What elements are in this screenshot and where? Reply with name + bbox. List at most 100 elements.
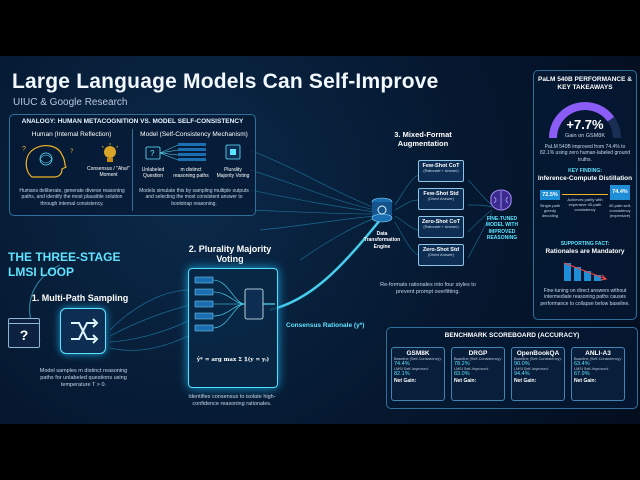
voting-diagram	[194, 276, 275, 332]
transformation-engine-icon	[370, 196, 394, 226]
consistency-value: 74.4%	[610, 185, 630, 200]
takeaways-panel: PaLM 540B PERFORMANCE & KEY TAKEAWAYS +7…	[533, 70, 637, 320]
bench-lmsi-label: LMSI Self-Improved:	[394, 367, 429, 371]
consistency-label: 40-path self-consistency (expensive)	[608, 203, 632, 218]
engine-label: Data Transformation Engine	[363, 231, 401, 250]
bench-lmsi-value: 94.4%	[514, 371, 530, 377]
shuffle-icon	[60, 308, 106, 354]
supporting-fact-title: Rationales are Mandatory	[545, 248, 625, 255]
bottom-letterbox	[0, 424, 640, 480]
scoreboard-heading: BENCHMARK SCOREBOARD (ACCURACY)	[444, 332, 580, 339]
svg-text:?: ?	[22, 146, 26, 153]
bench-baseline-label: Baseline (Self-Consistency):	[394, 357, 442, 361]
format-zero-shot-std: Zero-Shot Std (Direct Answer)	[418, 244, 464, 266]
bench-name: DRGP	[468, 350, 488, 357]
takeaways-heading: PaLM 540B PERFORMANCE & KEY TAKEAWAYS	[538, 76, 632, 92]
bench-baseline-value: 78.2%	[454, 361, 470, 367]
bench-card-drgp: DRGP Baseline (Self-Consistency): 78.2% …	[451, 347, 505, 401]
human-description: Humans deliberate, generate diverse reas…	[19, 188, 125, 207]
format-sub: (Rationale + Answer)	[423, 169, 459, 173]
bench-card-anli-a3: ANLI-A3 Baseline (Self-Consistency): 63.…	[571, 347, 625, 401]
analogy-divider	[132, 129, 133, 211]
greedy-value: 72.5%	[540, 190, 560, 200]
format-name: Few-Shot Std	[423, 191, 459, 197]
brain-icon	[488, 188, 514, 212]
voting-panel: ŷ* = arg max Σ 𝟙(y = yᵢ)	[188, 268, 278, 388]
bench-lmsi-value: 82.1%	[394, 371, 410, 377]
question-window-icon: ?	[8, 318, 40, 348]
format-sub: (Direct Answer)	[428, 253, 454, 257]
format-zero-shot-cot: Zero-Shot CoT (Rationale + Answer)	[418, 216, 464, 238]
greedy-label: Single-path greedy decoding	[539, 203, 561, 218]
gain-gauge	[549, 102, 621, 139]
bench-name: ANLI-A3	[585, 350, 611, 357]
parity-text: Achieves parity with expensive 40-path c…	[567, 197, 603, 212]
model-label-question: Unlabeled Question	[141, 167, 165, 180]
parity-arrow	[562, 194, 608, 195]
format-few-shot-std: Few-Shot Std (Direct Answer)	[418, 188, 464, 210]
model-label-voting: Plurality Majority Voting	[216, 167, 250, 180]
gain-value: +7.7%	[566, 117, 604, 132]
top-letterbox	[0, 0, 640, 56]
three-stage-heading: THE THREE-STAGE LMSI LOOP	[8, 250, 121, 279]
bench-baseline-label: Baseline (Self-Consistency):	[514, 357, 562, 361]
bench-name: OpenBookQA	[516, 350, 560, 357]
stage2-description: Identifies consensus to isolate high-con…	[188, 394, 276, 407]
bench-lmsi-label: LMSI Self-Improved:	[514, 367, 549, 371]
gain-label: Gain on GSM8K	[564, 133, 606, 139]
key-finding-title: Inference-Compute Distillation	[537, 175, 633, 182]
stage2-title: 2. Plurality Majority Voting	[188, 244, 272, 264]
bench-lmsi-value: 83.0%	[454, 371, 470, 377]
gain-description: PaLM 540B improved from 74.4% to 82.1% u…	[539, 144, 631, 163]
bench-lmsi-value: 67.9%	[574, 371, 590, 377]
lightbulb-icon	[100, 143, 120, 172]
stage1-title: 1. Multi-Path Sampling	[31, 293, 129, 303]
bench-baseline-value: 74.4%	[394, 361, 410, 367]
supporting-fact-description: Fine-tuning on direct answers without in…	[540, 288, 630, 307]
stage3-title: 3. Mixed-Format Augmentation	[394, 130, 452, 148]
bench-gain-label: Net Gain:	[394, 378, 417, 384]
format-name: Zero-Shot Std	[422, 247, 460, 253]
supporting-fact-label: SUPPORTING FACT:	[560, 241, 610, 247]
stage1-description: Model samples m distinct reasoning paths…	[39, 368, 128, 388]
voting-formula: ŷ* = arg max Σ 𝟙(y = yᵢ)	[196, 357, 270, 363]
model-description: Models simulate this by sampling multipl…	[139, 188, 249, 207]
format-sub: (Rationale + Answer)	[423, 225, 459, 229]
human-consensus-label: Consensus / "Aha!" Moment	[86, 166, 131, 179]
bench-name: GSM8K	[406, 350, 430, 357]
bench-card-gsm8k: GSM8K Baseline (Self-Consistency): 74.4%…	[391, 347, 445, 401]
page-subtitle: UIUC & Google Research	[13, 97, 128, 108]
bench-baseline-value: 63.4%	[574, 361, 590, 367]
bench-card-openbookqa: OpenBookQA Baseline (Self-Consistency): …	[511, 347, 565, 401]
bench-gain-label: Net Gain:	[574, 378, 597, 384]
model-label-paths: m distinct reasoning paths	[173, 167, 209, 180]
key-finding-label: KEY FINDING:	[568, 168, 602, 174]
question-mark: ?	[19, 327, 29, 343]
bench-lmsi-label: LMSI Self-Improved:	[454, 367, 489, 371]
bench-gain-label: Net Gain:	[454, 378, 477, 384]
finetuned-model-label: FINE-TUNED MODEL WITH IMPROVED REASONING	[485, 216, 519, 241]
stage3-description: Re-formats rationales into four styles t…	[380, 282, 476, 295]
format-name: Few-Shot CoT	[422, 163, 460, 169]
svg-text:?: ?	[150, 149, 155, 158]
analogy-heading: ANALOGY: HUMAN METACOGNITION VS. MODEL S…	[21, 118, 244, 125]
consensus-rationale-label: Consensus Rationale (y*)	[286, 322, 365, 329]
page-title: Large Language Models Can Self-Improve	[12, 70, 439, 93]
model-title: Model (Self-Consistency Mechanism)	[140, 131, 248, 138]
bench-lmsi-label: LMSI Self-Improved:	[574, 367, 609, 371]
collapse-chart-icon	[563, 262, 608, 281]
bench-baseline-label: Baseline (Self-Consistency):	[574, 357, 622, 361]
analogy-panel: ANALOGY: HUMAN METACOGNITION VS. MODEL S…	[9, 114, 256, 216]
human-head-icon: ? ?	[20, 141, 80, 186]
svg-text:?: ?	[70, 149, 74, 155]
format-list: Few-Shot CoT (Rationale + Answer) Few-Sh…	[418, 160, 464, 270]
format-sub: (Direct Answer)	[428, 197, 454, 201]
bench-baseline-label: Baseline (Self-Consistency):	[454, 357, 502, 361]
model-mechanism-icons: ?	[142, 141, 250, 174]
bench-gain-label: Net Gain:	[514, 378, 537, 384]
format-few-shot-cot: Few-Shot CoT (Rationale + Answer)	[418, 160, 464, 182]
format-name: Zero-Shot CoT	[421, 219, 461, 225]
bench-baseline-value: 90.0%	[514, 361, 530, 367]
